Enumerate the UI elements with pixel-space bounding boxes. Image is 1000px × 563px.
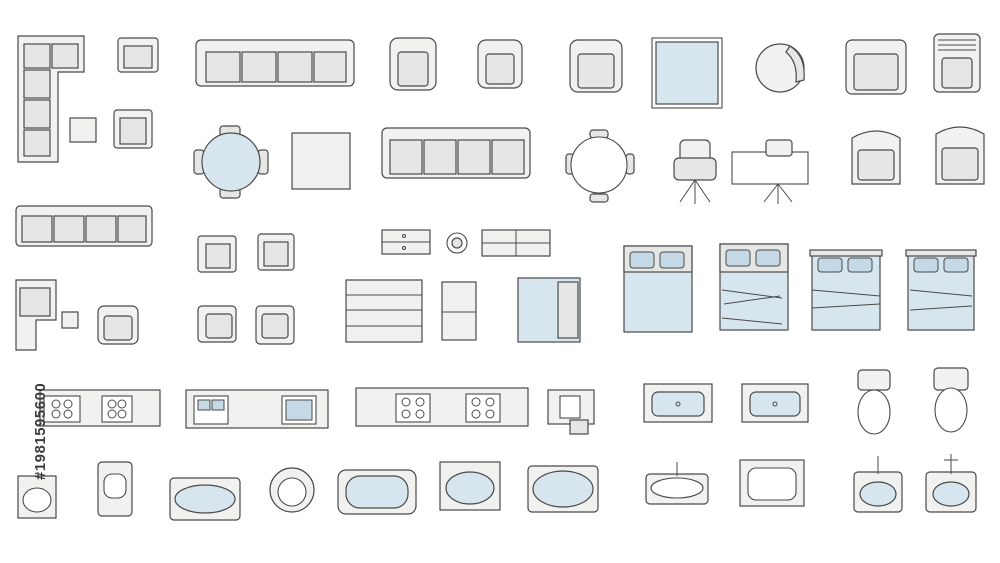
double-bed-icon — [719, 243, 789, 331]
square-table-blue-icon — [651, 37, 723, 109]
sideboard-icon — [481, 229, 551, 257]
chair-icon — [851, 130, 901, 185]
kitchen-counter-sink-icon — [185, 389, 329, 429]
armchair-icon — [197, 235, 237, 273]
armchair-icon — [117, 37, 159, 73]
toilet-round-icon — [269, 467, 315, 513]
armchair-icon — [255, 305, 295, 345]
washbasin-icon — [645, 462, 709, 505]
dresser-icon — [345, 279, 423, 343]
desk-with-chair-icon — [731, 139, 809, 204]
kitchen-counter-two-hobs-icon — [355, 387, 529, 427]
toilet-icon — [933, 367, 969, 433]
double-bed-icon — [809, 249, 883, 331]
sofa-four-seat-icon — [195, 39, 355, 87]
toilet-icon — [857, 369, 891, 435]
washbasin-icon — [439, 461, 501, 511]
armchair-icon — [845, 39, 907, 95]
washbasin-icon — [739, 459, 805, 507]
washbasin-double-faucet-icon — [853, 456, 903, 513]
armchair-icon — [389, 37, 437, 91]
washbasin-icon — [925, 454, 977, 513]
vanity-sink-icon — [741, 383, 809, 423]
chest-of-drawers-icon — [381, 229, 431, 255]
sofa-four-seat-icon — [381, 127, 531, 179]
watermark-id-text: #1981595600 — [32, 382, 49, 480]
sink-cabinet-icon — [547, 389, 595, 435]
round-dining-table-icon — [193, 125, 269, 199]
refrigerator-icon — [441, 281, 477, 341]
armchair-icon — [257, 233, 295, 271]
sofa-long-icon — [15, 205, 153, 247]
wardrobe-icon — [517, 277, 581, 343]
double-bed-icon — [905, 249, 977, 331]
square-table-icon — [291, 132, 351, 190]
ceiling-lamp-icon — [446, 232, 468, 254]
bidet-icon — [17, 475, 57, 519]
armchair-icon — [197, 305, 237, 343]
sofa-with-ottoman-icon — [15, 279, 79, 351]
round-table-small-icon — [565, 129, 635, 203]
watermark: #1981595600 — [4, 300, 49, 480]
double-bed-icon — [623, 245, 693, 333]
vanity-sink-icon — [643, 383, 713, 423]
kitchen-counter-hob-icon — [39, 389, 161, 427]
armchair-icon — [477, 39, 523, 89]
bathtub-icon — [527, 465, 599, 513]
bathtub-oval-icon — [169, 477, 241, 521]
armchair-small-icon — [113, 109, 153, 149]
urinal-icon — [97, 461, 133, 517]
office-chair-icon — [673, 139, 717, 204]
bathtub-icon — [337, 469, 417, 515]
ottoman-icon — [69, 117, 97, 143]
armchair-icon — [569, 39, 623, 93]
corner-sofa-icon — [17, 35, 85, 163]
round-chair-icon — [755, 43, 805, 93]
armchair-icon — [97, 305, 139, 345]
chair-icon — [935, 126, 985, 185]
armchair-striped-icon — [933, 33, 981, 93]
